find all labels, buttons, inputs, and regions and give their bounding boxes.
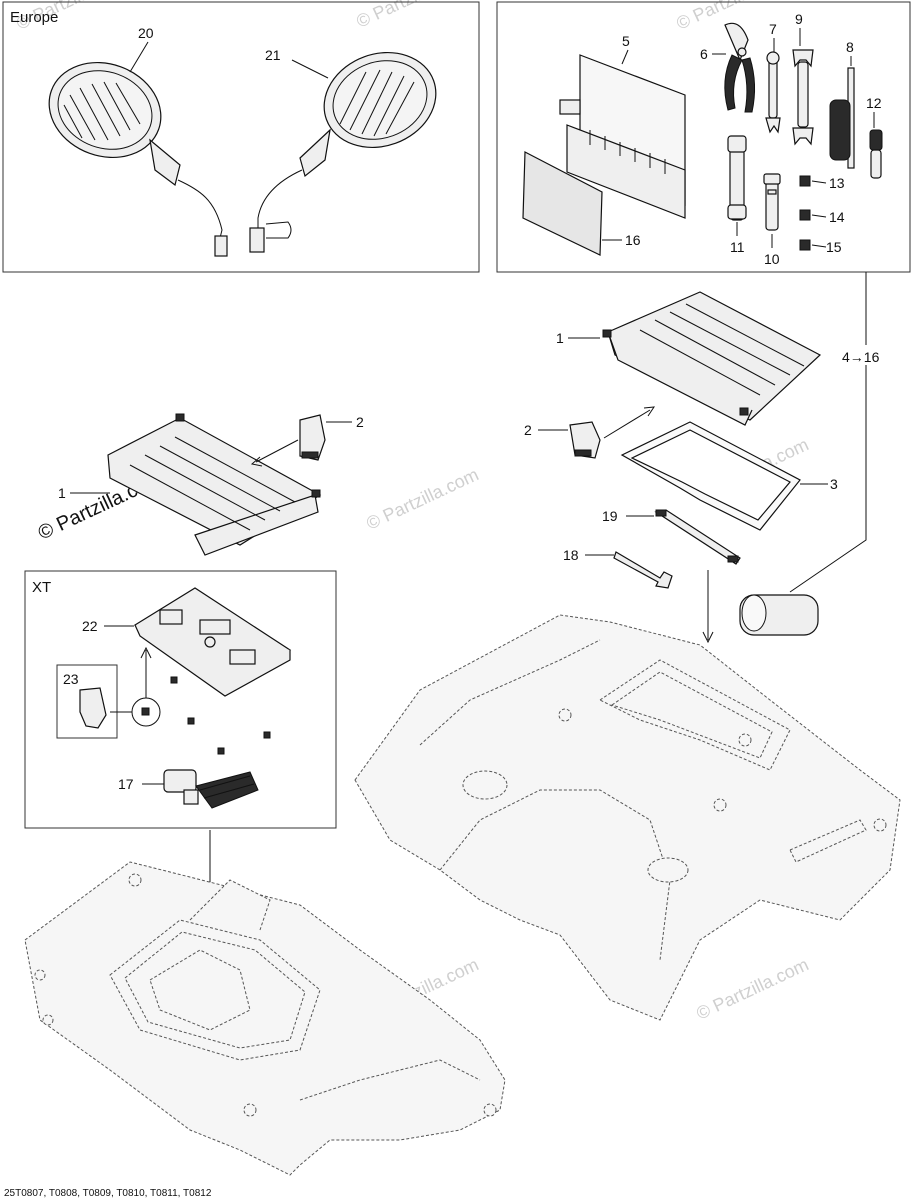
xt-box-title: XT	[32, 579, 51, 596]
rear-rack-right	[602, 291, 822, 426]
callout-12: 12	[866, 95, 882, 111]
support-bar	[654, 509, 741, 565]
drawing-reference: 25T0807, T0808, T0809, T0810, T0811, T08…	[4, 1188, 212, 1199]
callout-10: 10	[764, 251, 780, 267]
wrench-small	[765, 51, 781, 134]
pliers	[724, 22, 756, 113]
watermark: © Partzilla.com	[353, 0, 471, 32]
fuses	[799, 175, 811, 251]
callout-13: 13	[829, 175, 845, 191]
watermark: © Partzilla.com	[693, 954, 811, 1023]
callout-9: 9	[795, 11, 803, 27]
callout-20: 20	[138, 25, 154, 41]
callout-1-right: 1	[556, 330, 564, 346]
callout-8: 8	[846, 39, 854, 55]
europe-box	[2, 1, 480, 273]
callout-6: 6	[700, 46, 708, 62]
callout-22: 22	[82, 618, 98, 634]
callout-4-16: 4→16	[842, 349, 880, 365]
europe-box-title: Europe	[10, 9, 58, 26]
mirror-right	[249, 51, 437, 253]
wrench-large	[792, 49, 814, 146]
spanner-key	[613, 551, 673, 589]
strap	[163, 769, 259, 809]
mirror-left	[48, 61, 228, 257]
tool-bag	[559, 54, 686, 219]
screws	[170, 676, 271, 755]
xt-box	[24, 570, 337, 829]
clip-left	[299, 414, 326, 461]
document-card	[522, 151, 603, 256]
gasket	[620, 421, 801, 531]
rear-rack-left	[107, 413, 322, 556]
callout-17: 17	[118, 776, 134, 792]
callout-2-left: 2	[356, 414, 364, 430]
clip-box	[56, 664, 118, 739]
tube-wrench	[727, 135, 747, 221]
callout-23: 23	[63, 671, 79, 687]
callout-7: 7	[769, 21, 777, 37]
rear-fender-right	[354, 614, 901, 1021]
callout-14: 14	[829, 209, 845, 225]
tool-kit-box	[496, 1, 911, 273]
screwdriver	[829, 67, 855, 169]
callout-3: 3	[830, 476, 838, 492]
callout-15: 15	[826, 239, 842, 255]
callout-16: 16	[625, 232, 641, 248]
callout-1-left: 1	[58, 485, 66, 501]
callout-18: 18	[563, 547, 579, 563]
callout-5: 5	[622, 33, 630, 49]
clip-right	[569, 421, 601, 459]
callout-21: 21	[265, 47, 281, 63]
callout-19: 19	[602, 508, 618, 524]
watermark: © Partzilla.com	[363, 464, 481, 533]
mounting-plate	[133, 587, 292, 697]
spark-plug-wrench	[763, 173, 781, 231]
bit-holder	[869, 129, 883, 179]
nut-clip	[79, 687, 107, 729]
callout-11: 11	[730, 239, 745, 255]
callout-2-right: 2	[524, 422, 532, 438]
rear-fender-left	[24, 861, 506, 1176]
tool-roll	[739, 594, 819, 636]
